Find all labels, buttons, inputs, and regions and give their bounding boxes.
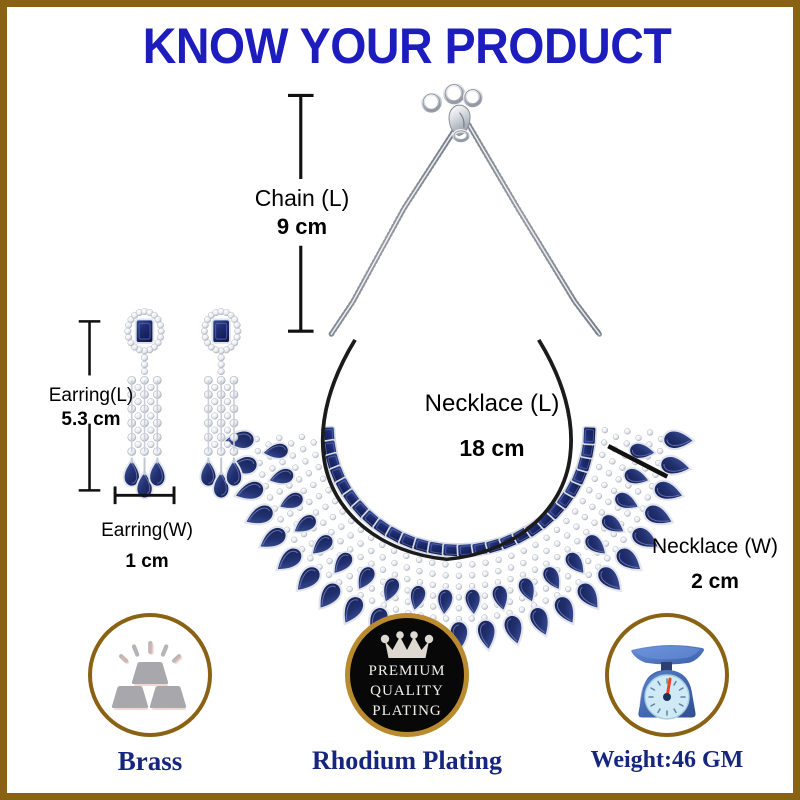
product-artwork: [78, 82, 696, 654]
label-earring-width: Earring(W) 1 cm: [47, 520, 247, 573]
measure-earring-width: [113, 486, 176, 505]
label-chain-length-name: Chain (L): [254, 185, 350, 211]
weighing-scale-icon: [631, 644, 704, 720]
seal-line-2: QUALITY: [370, 682, 444, 699]
label-necklace-length-value: 18 cm: [459, 434, 525, 461]
badge-plating-caption: Rhodium Plating: [312, 746, 502, 775]
measure-necklace-length-arc: [320, 339, 573, 562]
seal-line-3: PLATING: [372, 702, 442, 719]
label-earring-width-value: 1 cm: [125, 550, 169, 572]
measure-chain-length: [287, 93, 314, 333]
label-necklace-length-name: Necklace (L): [424, 390, 560, 417]
badge-weight-circle: [605, 613, 729, 737]
measure-lines: [78, 93, 669, 562]
measure-necklace-width: [607, 444, 669, 479]
badge-weight-caption: Weight:46 GM: [590, 747, 744, 773]
label-chain-length-value: 9 cm: [276, 214, 328, 240]
gold-bars-icon: [111, 641, 187, 710]
earring-left: [122, 308, 167, 500]
label-necklace-width-value: 2 cm: [691, 570, 739, 594]
page-title: KNOW YOUR PRODUCT: [142, 18, 672, 74]
label-earring-length-name: Earring(L): [48, 385, 134, 406]
badge-material-caption: Brass: [117, 746, 183, 776]
label-earring-length: Earring(L) 5.3 cm: [7, 385, 175, 431]
badge-material: Brass: [35, 613, 265, 775]
clasp: [421, 82, 483, 143]
label-necklace-width-name: Necklace (W): [651, 535, 778, 558]
label-necklace-length: Necklace (L) 18 cm: [337, 390, 647, 461]
badge-weight: Weight:46 GM: [552, 613, 782, 772]
badge-plating: PREMIUM QUALITY PLATING Rhodium Plating: [292, 613, 522, 774]
badge-material-circle: [88, 613, 212, 737]
label-necklace-width: Necklace (W) 2 cm: [625, 535, 793, 594]
badge-plating-seal-text: PREMIUM QUALITY PLATING: [350, 662, 464, 721]
necklace-body: [222, 425, 696, 654]
necklace-chain: [328, 82, 603, 337]
measure-earring-length: [78, 320, 101, 492]
label-earring-length-value: 5.3 cm: [61, 408, 121, 430]
seal-line-1: PREMIUM: [368, 663, 446, 679]
label-chain-length: Chain (L) 9 cm: [187, 185, 417, 240]
earring-right: [199, 308, 244, 500]
label-earring-width-name: Earring(W): [101, 520, 193, 541]
crown-icon: [380, 631, 434, 658]
badge-plating-seal: PREMIUM QUALITY PLATING: [345, 613, 469, 737]
